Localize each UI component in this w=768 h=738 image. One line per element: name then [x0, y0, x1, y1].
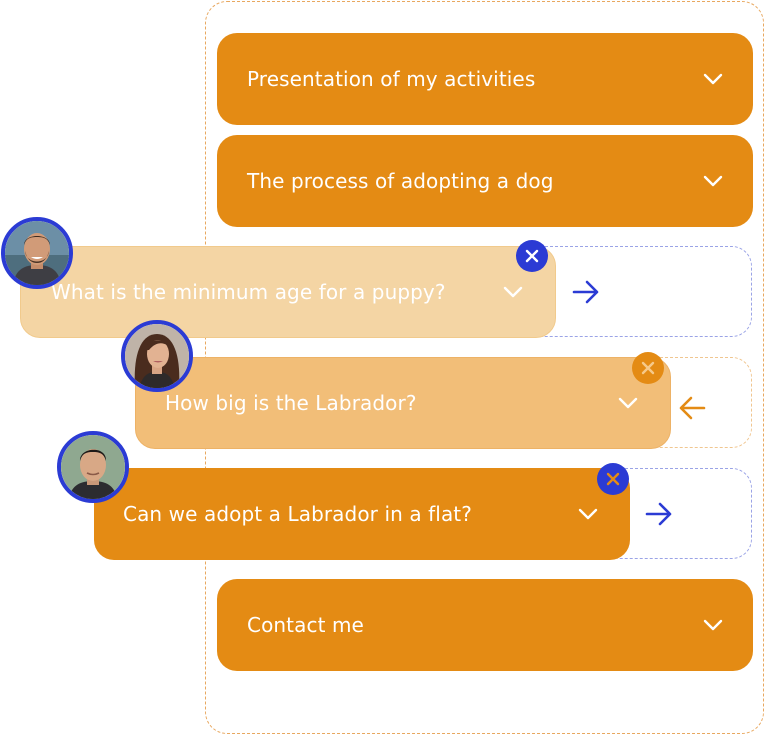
chevron-down-icon[interactable]	[576, 502, 600, 526]
close-icon[interactable]	[516, 240, 548, 272]
arrow-left-icon[interactable]	[676, 392, 708, 424]
avatar-man-asian	[57, 431, 129, 503]
accordion-item-label: What is the minimum age for a puppy?	[51, 280, 446, 304]
accordion-item-contact[interactable]: Contact me	[217, 579, 753, 671]
arrow-right-icon[interactable]	[570, 276, 602, 308]
chevron-down-icon[interactable]	[701, 613, 725, 637]
accordion-item-labrador-size[interactable]: How big is the Labrador?	[135, 357, 671, 449]
arrow-right-icon[interactable]	[643, 498, 675, 530]
chevron-down-icon[interactable]	[701, 67, 725, 91]
avatar-man-beard	[1, 217, 73, 289]
accordion-item-activities[interactable]: Presentation of my activities	[217, 33, 753, 125]
chevron-down-icon[interactable]	[616, 391, 640, 415]
avatar-woman	[121, 320, 193, 392]
accordion-item-puppy-age[interactable]: What is the minimum age for a puppy?	[20, 246, 556, 338]
chevron-down-icon[interactable]	[501, 280, 525, 304]
chevron-down-icon[interactable]	[701, 169, 725, 193]
accordion-item-label: How big is the Labrador?	[165, 391, 417, 415]
accordion-item-adoption-process[interactable]: The process of adopting a dog	[217, 135, 753, 227]
accordion-item-label: The process of adopting a dog	[247, 169, 554, 193]
accordion-item-label: Can we adopt a Labrador in a flat?	[123, 502, 472, 526]
close-icon[interactable]	[632, 352, 664, 384]
accordion-item-label: Presentation of my activities	[247, 67, 536, 91]
close-icon[interactable]	[597, 463, 629, 495]
accordion-item-label: Contact me	[247, 613, 364, 637]
accordion-item-labrador-flat[interactable]: Can we adopt a Labrador in a flat?	[94, 468, 630, 560]
